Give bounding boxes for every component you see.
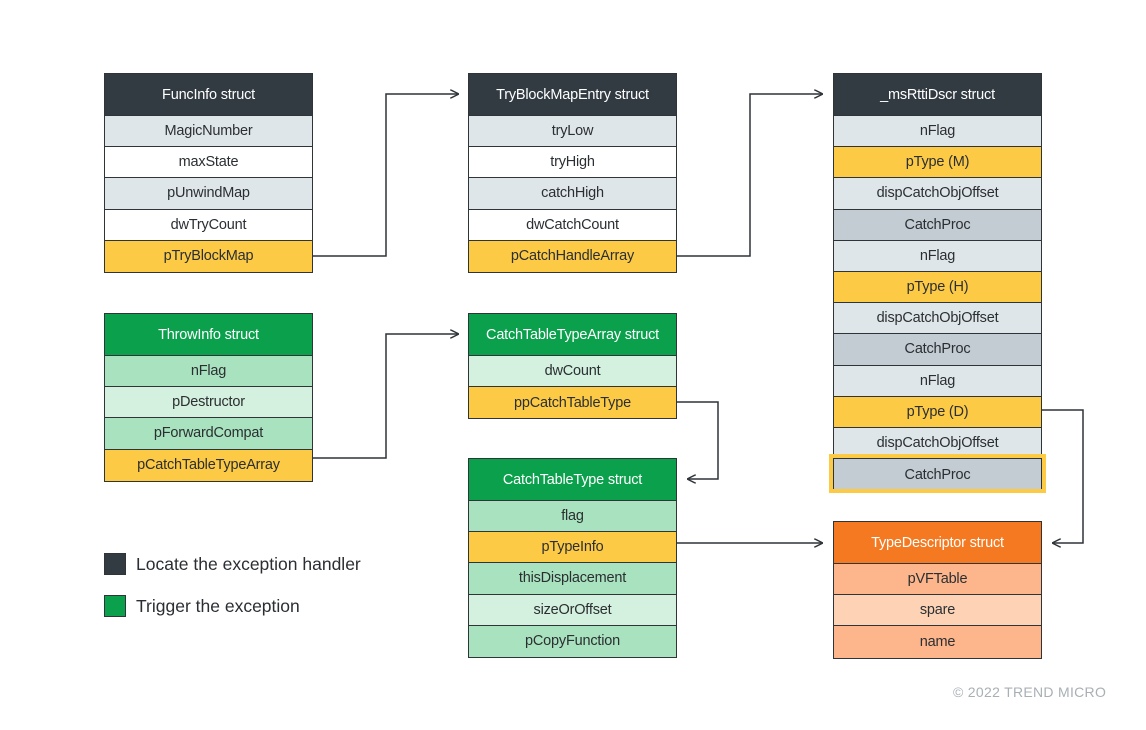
arrow-ptype-d (1042, 409, 1084, 543)
msrttidscr-struct: _msRttiDscr struct nFlag pType (M) dispC… (833, 73, 1042, 492)
legend-locate-label: Locate the exception handler (136, 553, 361, 574)
typedescriptor-struct: TypeDescriptor struct pVFTable spare nam… (833, 521, 1042, 659)
legend-trigger-label: Trigger the exception (136, 595, 300, 616)
funcinfo-field-ptryblockmap: pTryBlockMap (105, 240, 312, 272)
msrtti-field-nflag-h: nFlag (834, 240, 1041, 272)
legend-trigger-swatch (104, 595, 126, 617)
msrtti-field-dispcatchobjoffset-m: dispCatchObjOffset (834, 178, 1041, 210)
ctt-field-flag: flag (469, 501, 676, 533)
legend-locate: Locate the exception handler (104, 553, 361, 575)
tryblock-field-dwcatchcount: dwCatchCount (469, 209, 676, 241)
throwinfo-field-pforwardcompat: pForwardCompat (105, 418, 312, 450)
catchtabletypearray-struct-title: CatchTableTypeArray struct (469, 314, 676, 356)
msrtti-field-catchproc-d: CatchProc (834, 459, 1041, 491)
msrtti-field-nflag-m: nFlag (834, 116, 1041, 148)
ctt-field-thisdisplacement: thisDisplacement (469, 563, 676, 595)
ctt-field-pcopyfunction: pCopyFunction (469, 625, 676, 657)
cttarray-field-dwcount: dwCount (469, 356, 676, 388)
arrow-ppcatchtabletype (677, 401, 719, 479)
typedesc-field-pvftable: pVFTable (834, 564, 1041, 596)
tryblockmapentry-struct-title: TryBlockMapEntry struct (469, 74, 676, 116)
ctt-field-sizeoroffset: sizeOrOffset (469, 594, 676, 626)
arrow-pcatchtabletypearray (313, 334, 458, 459)
msrtti-field-catchproc-m: CatchProc (834, 209, 1041, 241)
arrow-pcatchhandlearray (677, 94, 822, 257)
msrtti-field-ptype-h: pType (H) (834, 271, 1041, 304)
funcinfo-field-dwtrycount: dwTryCount (105, 209, 312, 241)
copyright-text: © 2022 TREND MICRO (953, 684, 1107, 700)
funcinfo-field-magicnumber: MagicNumber (105, 116, 312, 148)
msrttidscr-struct-title: _msRttiDscr struct (834, 74, 1041, 116)
typedescriptor-struct-title: TypeDescriptor struct (834, 522, 1041, 564)
funcinfo-field-maxstate: maxState (105, 147, 312, 179)
msrtti-field-dispcatchobjoffset-h: dispCatchObjOffset (834, 303, 1041, 335)
ctt-field-ptypeinfo: pTypeInfo (469, 532, 676, 564)
throwinfo-field-pcatchtabletypearray: pCatchTableTypeArray (105, 449, 312, 481)
tryblock-field-catchhigh: catchHigh (469, 178, 676, 210)
tryblock-field-tryhigh: tryHigh (469, 147, 676, 179)
legend-locate-swatch (104, 553, 126, 575)
throwinfo-field-nflag: nFlag (105, 356, 312, 388)
typedesc-field-name: name (834, 626, 1041, 658)
funcinfo-struct: FuncInfo struct MagicNumber maxState pUn… (104, 73, 313, 273)
msrtti-field-nflag-d: nFlag (834, 365, 1041, 397)
catchtabletypearray-struct: CatchTableTypeArray struct dwCount ppCat… (468, 313, 677, 420)
msrtti-field-ptype-d: pType (D) (834, 396, 1041, 428)
funcinfo-struct-title: FuncInfo struct (105, 74, 312, 116)
throwinfo-struct-title: ThrowInfo struct (105, 314, 312, 356)
tryblockmapentry-struct: TryBlockMapEntry struct tryLow tryHigh c… (468, 73, 677, 273)
catchproc-highlight-frame (829, 454, 1046, 493)
msrtti-field-dispcatchobjoffset-d: dispCatchObjOffset (834, 427, 1041, 460)
catchtabletype-struct: CatchTableType struct flag pTypeInfo thi… (468, 458, 677, 658)
msrtti-field-ptype-m: pType (M) (834, 147, 1041, 179)
legend-trigger: Trigger the exception (104, 595, 300, 617)
throwinfo-struct: ThrowInfo struct nFlag pDestructor pForw… (104, 313, 313, 482)
msrtti-field-catchproc-h: CatchProc (834, 334, 1041, 366)
funcinfo-field-punwindmap: pUnwindMap (105, 178, 312, 210)
cttarray-field-ppcatchtabletype: ppCatchTableType (469, 387, 676, 419)
typedesc-field-spare: spare (834, 595, 1041, 627)
catchtabletype-struct-title: CatchTableType struct (469, 459, 676, 501)
arrow-ptryblockmap (313, 94, 458, 257)
throwinfo-field-pdestructor: pDestructor (105, 387, 312, 419)
tryblock-field-pcatchhandlearray: pCatchHandleArray (469, 240, 676, 272)
tryblock-field-trylow: tryLow (469, 116, 676, 148)
